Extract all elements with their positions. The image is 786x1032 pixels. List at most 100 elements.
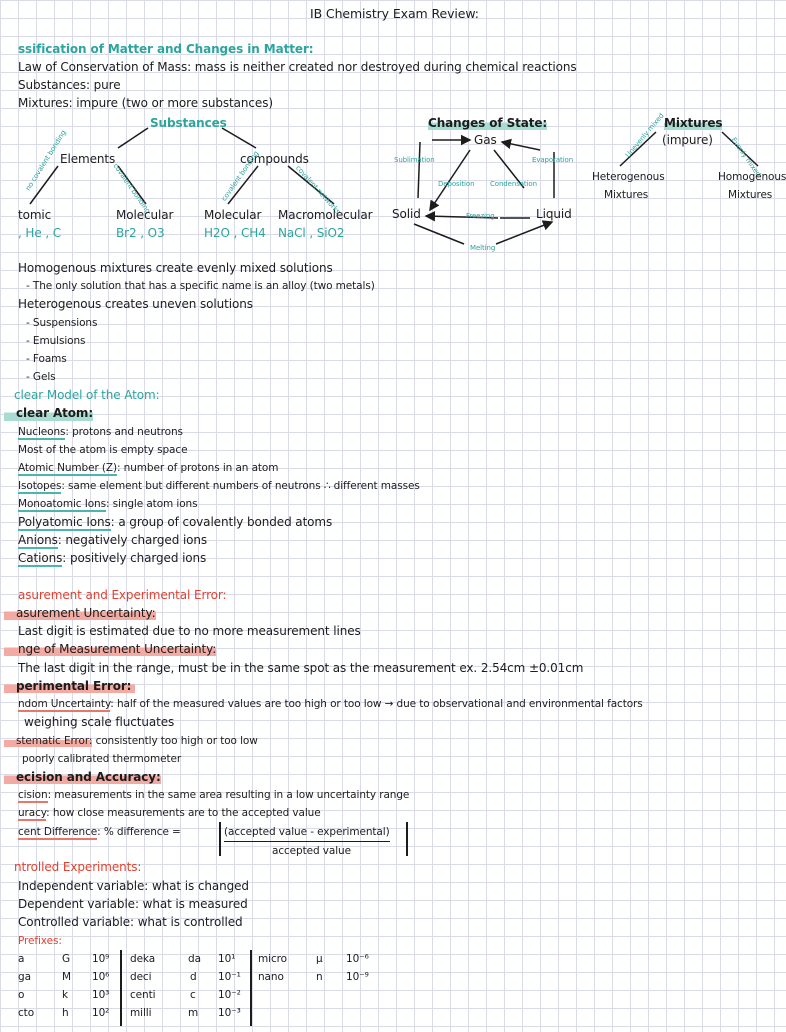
abs-bar-right	[406, 822, 408, 856]
prefix-name: cto	[18, 1007, 35, 1019]
prefix-name: micro	[258, 953, 287, 965]
def-isotopes: : same element but different numbers of …	[61, 480, 420, 492]
leaf-molecular-compound-example: H2O , CH4	[204, 226, 266, 240]
independent-variable-line: Independent variable: what is changed	[18, 879, 249, 893]
atom-heading: clear Model of the Atom:	[14, 388, 160, 402]
prefix-name: a	[18, 953, 25, 965]
controlled-variable-line: Controlled variable: what is controlled	[18, 915, 243, 929]
prefix-power: 10⁻²	[218, 989, 241, 1001]
state-gas: Gas	[474, 133, 497, 147]
mixtures-line: Mixtures: impure (two or more substances…	[18, 96, 273, 110]
mixtures-heading-text: Mixtures	[664, 116, 723, 130]
def-cations: : positively charged ions	[62, 551, 207, 565]
range-heading-text: nge of Measurement Uncertainty:	[4, 642, 216, 656]
hetero-mixtures-label-2: Mixtures	[604, 189, 649, 201]
prefix-symbol: k	[62, 989, 68, 1001]
note-foams: - Foams	[26, 353, 67, 365]
state-solid: Solid	[392, 207, 421, 221]
prefix-symbol: c	[190, 989, 196, 1001]
def-anions: : negatively charged ions	[57, 533, 208, 547]
states-heading-text: Changes of State:	[428, 116, 548, 130]
def-percent-difference: : % difference =	[97, 826, 181, 838]
prefix-divider-1	[120, 950, 122, 1026]
leaf-molecular-element: Molecular	[116, 208, 174, 222]
prefix-name: ga	[18, 971, 31, 983]
page-title: IB Chemistry Exam Review:	[310, 6, 479, 21]
note-homogenous: Homogenous mixtures create evenly mixed …	[18, 261, 333, 275]
note-heterogenous: Heterogenous creates uneven solutions	[18, 297, 253, 311]
prefix-symbol: h	[62, 1007, 69, 1019]
dependent-variable-line: Dependent variable: what is measured	[18, 897, 248, 911]
prefix-power: 10¹	[218, 953, 236, 965]
process-deposition: Deposition	[438, 180, 475, 188]
atom-line-atomic-number: Atomic Number (Z): number of protons in …	[18, 461, 278, 476]
leaf-molecular-element-example: Br2 , O3	[116, 226, 165, 240]
def-polyatomic: : a group of covalently bonded atoms	[110, 515, 333, 529]
term-systematic-error: stematic Error:	[4, 735, 92, 747]
prefix-symbol: μ	[316, 953, 323, 965]
prefixes-heading: Prefixes:	[18, 935, 62, 947]
experimental-error-heading-text: perimental Error:	[4, 679, 136, 693]
substances-line: Substances: pure	[18, 78, 121, 92]
classification-heading: ssification of Matter and Changes in Mat…	[18, 42, 314, 56]
prefix-name: deka	[130, 953, 156, 965]
diagram-lines	[29, 127, 759, 245]
leaf-atomic-example: , He , C	[18, 226, 62, 240]
prefix-symbol: da	[188, 953, 201, 965]
accuracy-line: uracy: how close measurements are to the…	[18, 806, 321, 821]
leaf-molecular-compound: Molecular	[204, 208, 262, 222]
fraction-numerator: (accepted value - experimental)	[224, 825, 390, 842]
precision-accuracy-heading: ecision and Accuracy:	[4, 770, 161, 785]
controlled-heading: ntrolled Experiments:	[14, 860, 142, 874]
def-precision: : measurements in the same area resultin…	[47, 789, 410, 801]
tree-root-substances: Substances	[150, 116, 227, 130]
term-cations: Cations	[18, 551, 63, 567]
mixtures-subheading: (impure)	[662, 133, 713, 147]
atom-line-cations: Cations: positively charged ions	[18, 551, 207, 567]
leaf-macromolecular: Macromolecular	[278, 208, 373, 222]
fraction-denominator: accepted value	[272, 845, 351, 857]
prefix-power: 10⁹	[92, 953, 110, 965]
term-nucleons: Nucleons	[18, 426, 66, 440]
leaf-macromolecular-example: NaCl , SiO2	[278, 226, 345, 240]
mixtures-heading: Mixtures	[664, 116, 723, 131]
note-alloy: - The only solution that has a specific …	[26, 280, 375, 292]
uncertainty-heading-text: asurement Uncertainty:	[4, 606, 156, 620]
tree-node-elements: Elements	[60, 152, 116, 166]
prefix-power: 10²	[92, 1007, 110, 1019]
hetero-mixtures-label: Heterogenous	[592, 171, 665, 183]
note-emulsions: - Emulsions	[26, 335, 86, 347]
range-heading: nge of Measurement Uncertainty:	[4, 642, 216, 657]
uncertainty-text: Last digit is estimated due to no more m…	[18, 624, 361, 638]
atom-line-monoatomic: Monoatomic Ions: single atom ions	[18, 497, 198, 512]
term-accuracy: uracy	[18, 807, 47, 821]
states-heading: Changes of State:	[428, 116, 547, 131]
def-systematic-error: consistently too high or too low	[95, 735, 258, 747]
prefix-divider-2	[250, 950, 252, 1026]
process-freezing: Freezing	[466, 212, 495, 220]
atom-line-anions: Anions: negatively charged ions	[18, 533, 208, 549]
percent-difference-line: cent Difference: % difference =	[18, 825, 181, 840]
term-monoatomic: Monoatomic Ions	[18, 498, 106, 512]
def-atomic-number: : number of protons in an atom	[117, 462, 279, 474]
term-precision: cision	[18, 789, 48, 803]
prefix-power: 10⁻⁶	[346, 953, 369, 965]
term-polyatomic: Polyatomic Ions	[18, 515, 111, 531]
measurement-heading: asurement and Experimental Error:	[18, 588, 227, 602]
def-nucleons: : protons and neutrons	[65, 426, 183, 438]
atom-line-empty-space: Most of the atom is empty space	[18, 444, 188, 456]
uncertainty-heading: asurement Uncertainty:	[4, 606, 156, 621]
prefix-symbol: n	[316, 971, 323, 983]
term-percent-difference: cent Difference	[18, 826, 98, 840]
range-text: The last digit in the range, must be in …	[18, 661, 584, 675]
experimental-error-heading: perimental Error:	[4, 679, 136, 694]
prefix-power: 10³	[92, 989, 110, 1001]
homo-mixtures-label-2: Mixtures	[728, 189, 773, 201]
prefix-name: deci	[130, 971, 152, 983]
prefix-power: 10⁻³	[218, 1007, 241, 1019]
homo-mixtures-label: Homogenous	[718, 171, 786, 183]
atom-line-polyatomic: Polyatomic Ions: a group of covalently b…	[18, 515, 333, 531]
def-monoatomic: : single atom ions	[105, 498, 198, 510]
term-random-uncertainty: ndom Uncertainty	[18, 698, 111, 712]
prefix-symbol: G	[62, 953, 71, 965]
